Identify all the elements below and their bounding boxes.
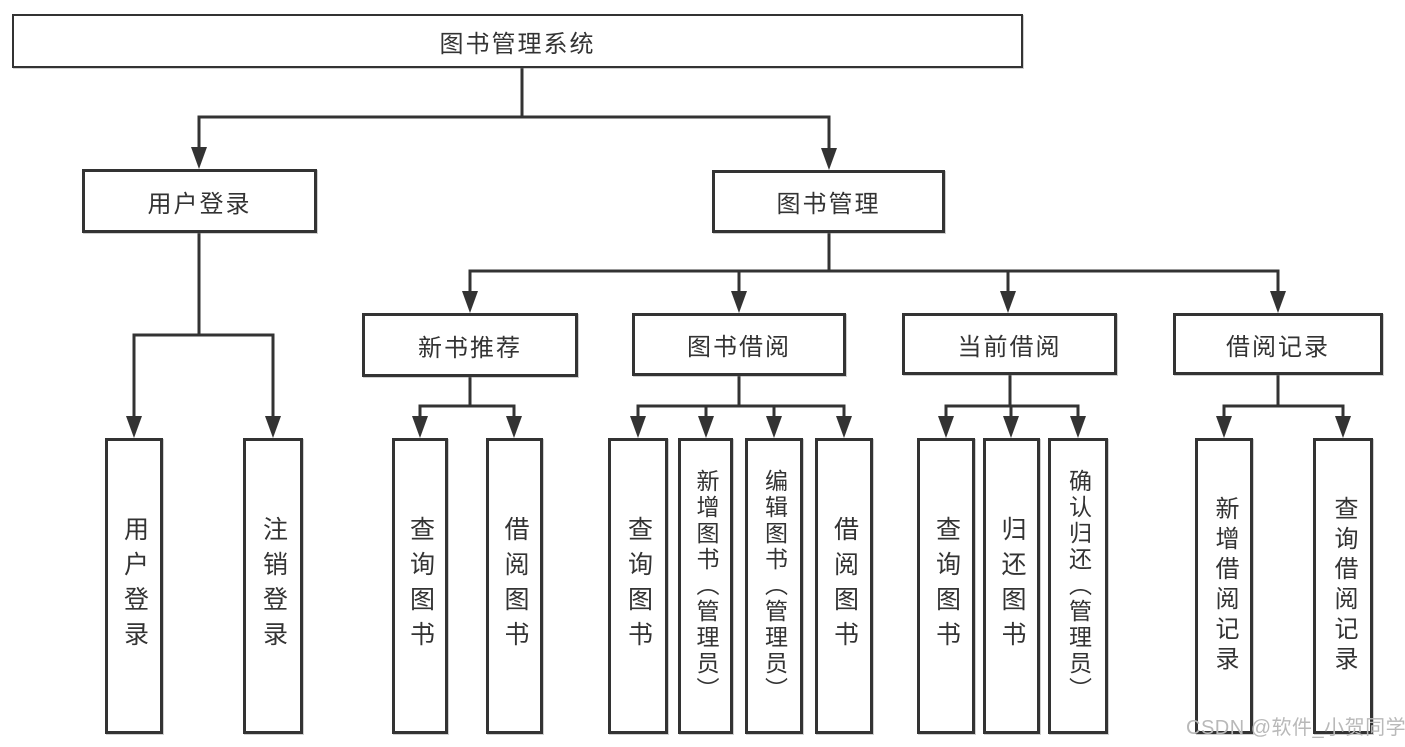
node-book-management: 图书管理 bbox=[712, 170, 945, 233]
leaf-recommend-borrow-books: 借阅图书 bbox=[486, 438, 543, 734]
leaf-records-query-record: 查询借阅记录 bbox=[1313, 438, 1373, 734]
leaf-borrowing-add-books-admin: 新增图书（管理员） bbox=[678, 438, 733, 734]
node-borrowing-records: 借阅记录 bbox=[1173, 313, 1383, 375]
leaf-user-login: 用户登录 bbox=[105, 438, 163, 734]
leaf-recommend-query-books: 查询图书 bbox=[392, 438, 448, 734]
leaf-borrowing-borrow-books: 借阅图书 bbox=[815, 438, 873, 734]
node-library-system-label: 图书管理系统 bbox=[439, 30, 596, 58]
leaf-current-return-books: 归还图书 bbox=[983, 438, 1040, 734]
arrowheads bbox=[126, 147, 1351, 438]
node-current-borrowing: 当前借阅 bbox=[902, 313, 1117, 375]
node-book-borrowing: 图书借阅 bbox=[632, 313, 846, 376]
node-library-system: 图书管理系统 bbox=[12, 14, 1023, 68]
leaf-current-confirm-return-admin: 确认归还（管理员） bbox=[1048, 438, 1108, 734]
node-new-book-recommendation-label: 新书推荐 bbox=[418, 334, 522, 362]
node-borrowing-records-label: 借阅记录 bbox=[1226, 333, 1330, 361]
node-user-login: 用户登录 bbox=[82, 169, 317, 233]
node-book-borrowing-label: 图书借阅 bbox=[687, 334, 791, 361]
node-user-login-label: 用户登录 bbox=[147, 190, 252, 218]
leaf-current-query-books: 查询图书 bbox=[917, 438, 975, 734]
leaf-logout: 注销登录 bbox=[243, 438, 303, 734]
leaf-records-add-record: 新增借阅记录 bbox=[1195, 438, 1253, 734]
node-current-borrowing-label: 当前借阅 bbox=[957, 333, 1062, 361]
leaf-borrowing-edit-books-admin: 编辑图书（管理员） bbox=[745, 438, 803, 734]
node-new-book-recommendation: 新书推荐 bbox=[362, 313, 578, 377]
leaf-borrowing-query-books: 查询图书 bbox=[608, 438, 668, 734]
node-book-management-label: 图书管理 bbox=[776, 191, 881, 218]
csdn-watermark: CSDN @软件_小贺同学 bbox=[1186, 717, 1405, 739]
